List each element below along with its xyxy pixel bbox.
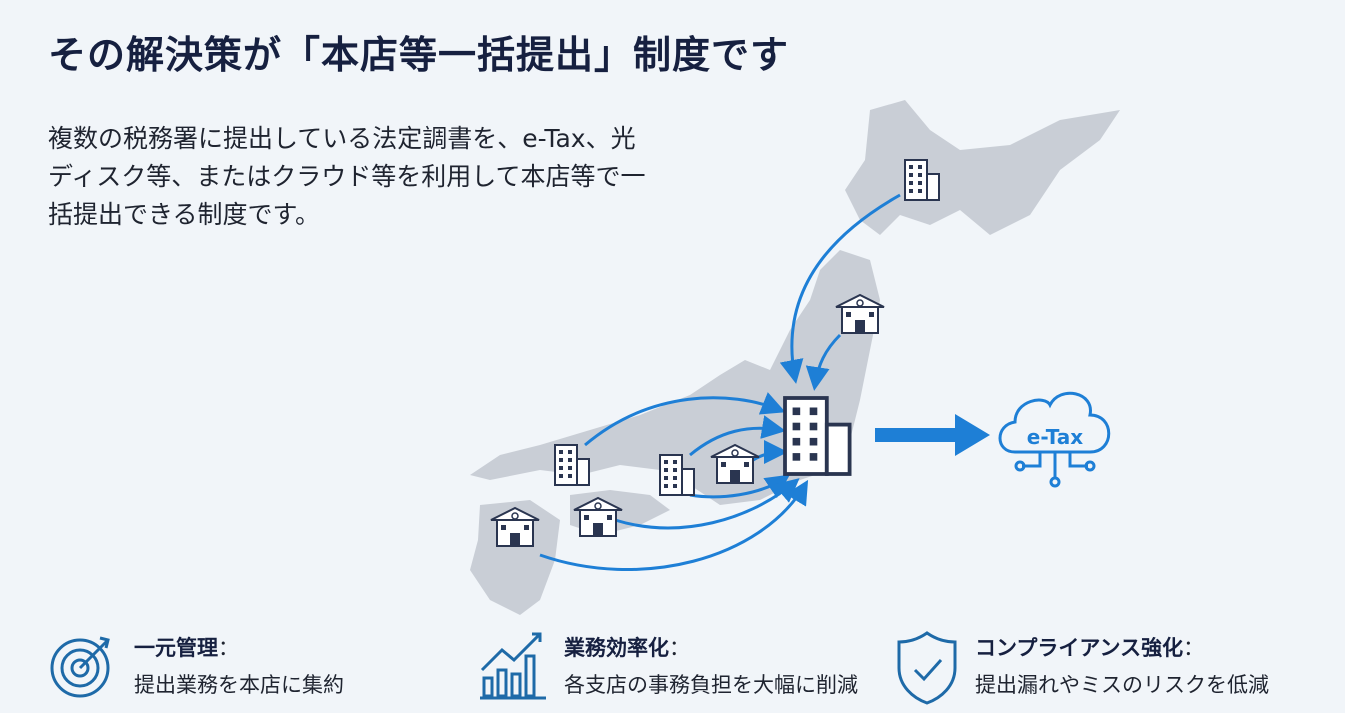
growth-chart-icon bbox=[480, 632, 546, 700]
submit-arrow bbox=[875, 414, 990, 456]
target-icon bbox=[50, 636, 110, 698]
page-title: その解決策が「本店等一括提出」制度です bbox=[48, 33, 790, 77]
shield-check-icon bbox=[897, 631, 957, 705]
separator: ： bbox=[218, 636, 239, 660]
separator: ： bbox=[669, 636, 690, 660]
feature-heading: コンプライアンス強化 bbox=[975, 636, 1184, 660]
feature-centralized: 一元管理： 提出業務を本店に集約 bbox=[48, 630, 344, 704]
feature-heading: 一元管理 bbox=[134, 636, 218, 660]
description: 複数の税務署に提出している法定調書を、e-Tax、光ディスク等、またはクラウド等… bbox=[48, 124, 646, 229]
feature-text: 提出漏れやミスのリスクを低減 bbox=[975, 673, 1269, 697]
separator: ： bbox=[1183, 636, 1205, 660]
map-land bbox=[470, 100, 1120, 615]
feature-efficiency: 業務効率化： 各支店の事務負担を大幅に削減 bbox=[478, 630, 858, 704]
feature-compliance: コンプライアンス強化： 提出漏れやミスのリスクを低減 bbox=[895, 630, 1269, 706]
feature-text: 提出業務を本店に集約 bbox=[134, 673, 344, 697]
etax-cloud-icon bbox=[998, 391, 1111, 488]
feature-heading: 業務効率化 bbox=[564, 636, 669, 660]
flow-arrows bbox=[539, 193, 901, 572]
feature-text: 各支店の事務負担を大幅に削減 bbox=[564, 673, 858, 697]
etax-label: e-Tax bbox=[1027, 425, 1083, 449]
